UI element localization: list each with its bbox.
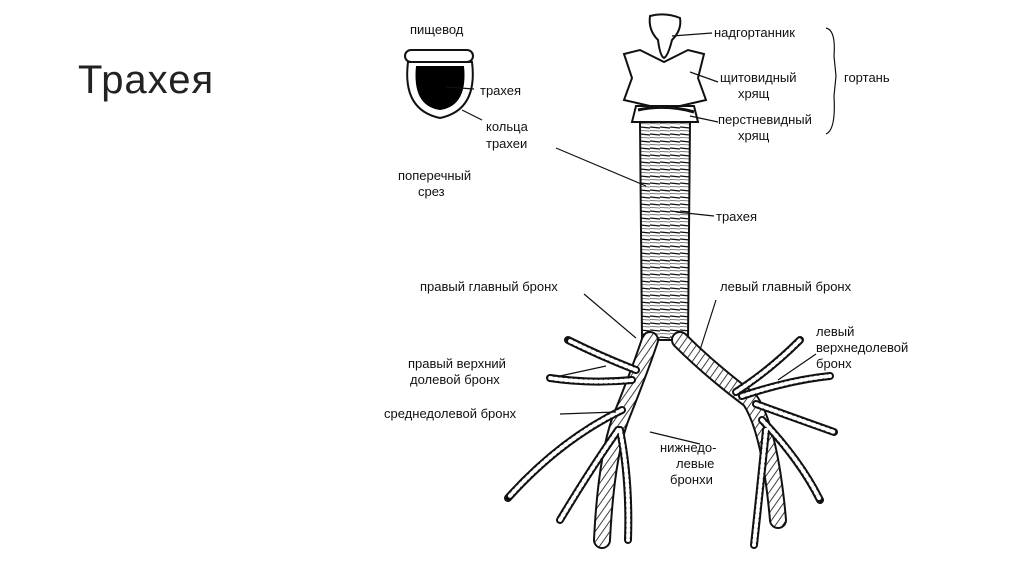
diagram-labels: пищевод трахея кольца трахеи поперечный … bbox=[384, 22, 908, 487]
label-thyroid-1: щитовидный bbox=[720, 70, 797, 85]
label-larynx: гортань bbox=[844, 70, 890, 85]
label-right-main-bronchus: правый главный бронх bbox=[420, 279, 558, 294]
slide-title: Трахея bbox=[78, 58, 215, 102]
label-middle-lobe: среднедолевой бронх bbox=[384, 406, 517, 421]
label-esophagus: пищевод bbox=[410, 22, 464, 37]
label-right-upper-2: долевой бронх bbox=[410, 372, 500, 387]
label-left-upper-3: бронх bbox=[816, 356, 852, 371]
trachea-illustration bbox=[638, 121, 692, 341]
label-thyroid-2: хрящ bbox=[738, 86, 770, 101]
label-lower-2: левые bbox=[676, 456, 714, 471]
cross-section-illustration bbox=[404, 49, 474, 120]
bronchi-illustration bbox=[504, 331, 838, 549]
label-rings-1: кольца bbox=[486, 119, 529, 134]
label-cricoid-1: перстневидный bbox=[718, 112, 812, 127]
label-left-main-bronchus: левый главный бронх bbox=[720, 279, 852, 294]
larynx-illustration bbox=[622, 13, 708, 123]
label-cross-1: поперечный bbox=[398, 168, 471, 183]
label-left-upper-2: верхнедолевой bbox=[816, 340, 908, 355]
label-cross-2: срез bbox=[418, 184, 445, 199]
label-trachea-section: трахея bbox=[480, 83, 521, 98]
leader-lines bbox=[445, 27, 837, 445]
label-right-upper-1: правый верхний bbox=[408, 356, 506, 371]
label-left-upper-1: левый bbox=[816, 324, 854, 339]
label-lower-1: нижнедо- bbox=[660, 440, 716, 455]
label-rings-2: трахеи bbox=[486, 136, 527, 151]
label-cricoid-2: хрящ bbox=[738, 128, 770, 143]
label-epiglottis: надгортанник bbox=[714, 25, 795, 40]
label-lower-3: бронхи bbox=[670, 472, 713, 487]
label-trachea: трахея bbox=[716, 209, 757, 224]
